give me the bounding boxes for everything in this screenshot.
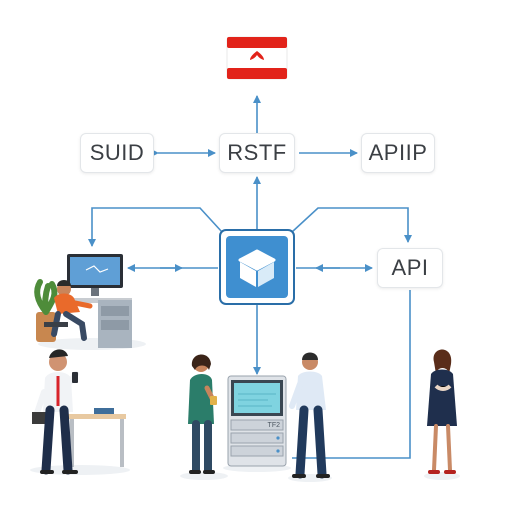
hub-node[interactable] xyxy=(219,229,295,305)
connectors xyxy=(88,95,412,459)
person-right-illustration xyxy=(424,349,460,480)
connector-api-server xyxy=(292,290,411,459)
flag-icon xyxy=(226,36,288,80)
node-suid-label: SUID xyxy=(89,140,145,165)
node-rstf[interactable]: RSTF xyxy=(219,133,295,173)
node-api-label: API xyxy=(391,255,429,280)
workstation-illustration xyxy=(34,254,146,350)
node-suid[interactable]: SUID xyxy=(80,133,154,173)
server-rack-icon: TF2 xyxy=(223,375,291,472)
node-apiip-label: APIIP xyxy=(368,140,428,165)
connector-hub-api-top xyxy=(291,207,412,243)
person-coffee-illustration xyxy=(180,354,228,480)
person-phone-illustration xyxy=(30,349,130,475)
person-standing-illustration xyxy=(288,352,332,482)
server-tag: TF2 xyxy=(268,422,281,429)
cube-icon xyxy=(238,249,276,287)
node-apiip[interactable]: APIIP xyxy=(361,133,435,173)
connector-hub-workstation xyxy=(88,207,223,247)
node-rstf-label: RSTF xyxy=(227,140,287,165)
node-api[interactable]: API xyxy=(377,248,443,288)
